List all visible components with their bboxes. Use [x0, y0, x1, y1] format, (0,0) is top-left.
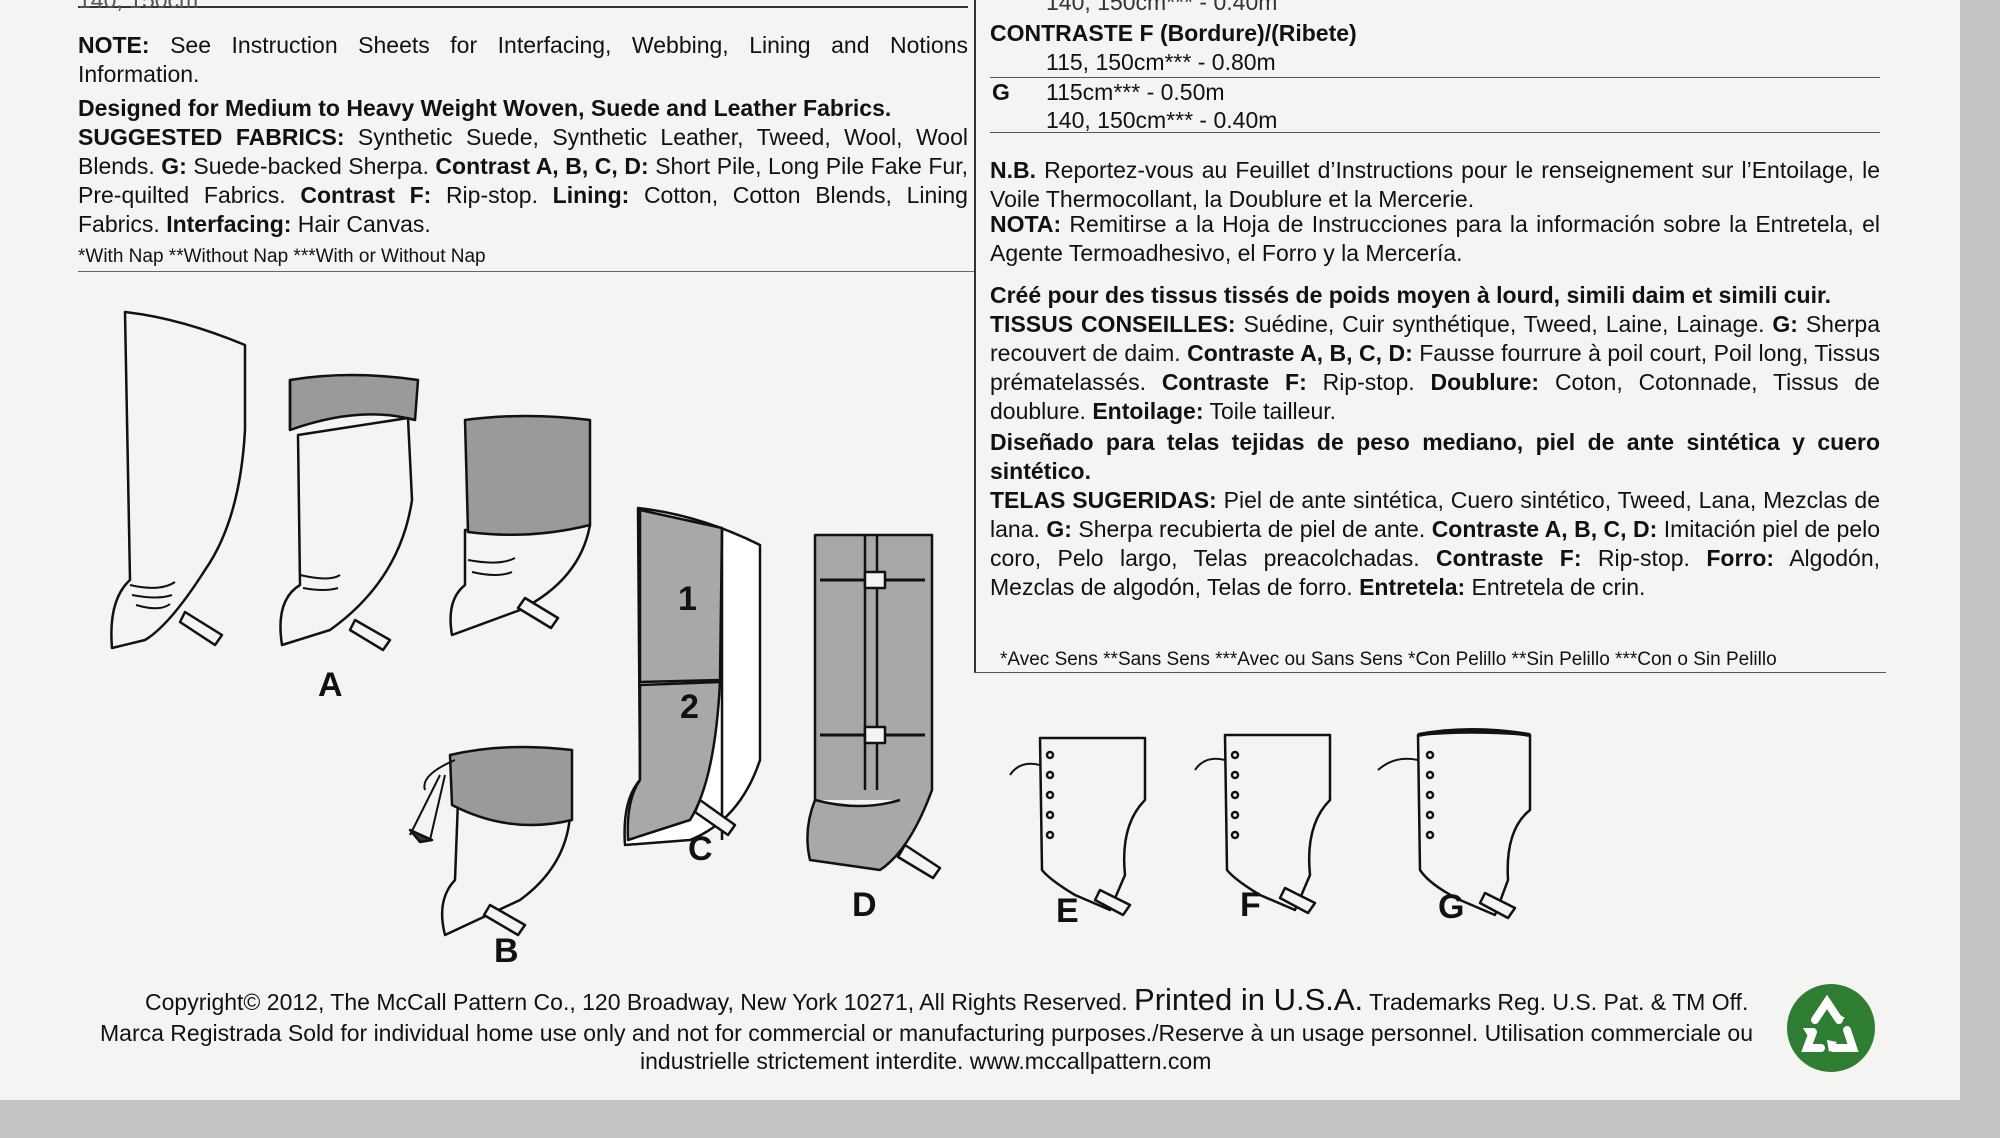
es-g-text: Sherpa recubierta de piel de ante. [1071, 516, 1432, 542]
gaiter-g-sherpa [1377, 728, 1532, 920]
telas-text: Piel de ante sintética, Cuero sintético,… [990, 487, 1880, 542]
printed-in: Printed in U.S.A. [1134, 982, 1364, 1017]
gaiter-a-front [110, 310, 247, 650]
view-label-c: C [688, 830, 713, 868]
panel-number-1: 1 [678, 580, 697, 618]
suggested-text: Synthetic Suede, Synthetic Leather, Twee… [78, 124, 968, 179]
contrast-f-text: Rip-stop. [431, 182, 553, 208]
contrast-f-label: Contrast F: [300, 182, 432, 208]
contrast-abcd-text: Short Pile, Long Pile Fake Fur, Pre-quil… [78, 153, 969, 208]
scan-bottom-edge [0, 1100, 2000, 1138]
gaiter-a-cuff-wide [449, 414, 592, 637]
g-label: G: [161, 153, 187, 179]
sens-note: *Avec Sens **Sans Sens ***Avec ou Sans S… [1000, 649, 1777, 670]
tissus-label: TISSUS CONSEILLES: [990, 311, 1236, 337]
copyright-text: Copyright© 2012, The McCall Pattern Co.,… [145, 989, 1128, 1015]
doublure-text: Coton, Cotonnade, Tissus de doublure. [990, 369, 1880, 424]
fabrics-paragraph: Designed for Medium to Heavy Weight Wove… [78, 94, 968, 239]
note-paragraph: NOTE: See Instruction Sheets for Interfa… [78, 31, 968, 89]
entretela-text: Entretela de crin. [1465, 574, 1646, 600]
scan-edge [1960, 0, 2000, 1138]
divider [990, 77, 1880, 78]
fr-g-text: Sherpa recouvert de daim. [990, 311, 1880, 366]
recycle-icon [1787, 984, 1875, 1072]
fr-contraste-f-text: Rip-stop. [1306, 369, 1431, 395]
lining-label: Lining: [552, 182, 630, 208]
divider [990, 132, 1880, 133]
note-label: NOTE: [78, 32, 150, 58]
yardage-row: 140, 150cm*** - 0.40m [1046, 107, 1278, 133]
view-label-e: E [1056, 892, 1079, 930]
french-fabrics-paragraph: Créé pour des tissus tissés de poids moy… [990, 281, 1880, 426]
view-label-b: B [494, 932, 519, 970]
nb-text: Reportez-vous au Feuillet d’Instructions… [990, 157, 1880, 212]
nota-text: Remitirse a la Hoja de Instrucciones par… [990, 211, 1880, 266]
entretela-label: Entretela: [1359, 574, 1466, 600]
view-label-g: G [1438, 888, 1465, 926]
nb-label: N.B. [990, 157, 1036, 183]
contrast-abcd-label: Contrast A, B, C, D: [435, 153, 649, 179]
yardage-row: 115cm*** - 0.50m [1046, 79, 1225, 105]
view-label-a: A [318, 666, 343, 704]
nap-note: *With Nap **Without Nap ***With or Witho… [78, 246, 486, 267]
view-label-f: F [1240, 886, 1261, 924]
view-g-label: G [992, 79, 1010, 105]
yardage-row: 115, 150cm*** - 0.80m [1046, 49, 1276, 75]
gaiter-a-cuff [279, 373, 420, 652]
divider [974, 672, 1886, 673]
gaiter-e-buttoned [1009, 736, 1147, 917]
telas-label: TELAS SUGERIDAS: [990, 487, 1217, 513]
column-divider [974, 0, 976, 672]
forro-label: Forro: [1706, 545, 1775, 571]
fr-contraste-f-label: Contraste F: [1161, 369, 1307, 395]
panel-number-2: 2 [680, 688, 699, 726]
es-g-label: G: [1046, 516, 1072, 542]
usage-line: Marca Registrada Sold for individual hom… [100, 1020, 1754, 1046]
gaiter-f-bordered [1194, 733, 1332, 915]
gaiter-c-panels [623, 506, 762, 847]
interfacing-text: Hair Canvas. [291, 211, 431, 237]
lining-text: Cotton, Cotton Blends, Lining Fabrics. [78, 182, 968, 237]
nota-paragraph: NOTA: Remitirse a la Hoja de Instruccion… [990, 210, 1880, 268]
spanish-fabrics-paragraph: Diseñado para telas tejidas de peso medi… [990, 428, 1880, 602]
note-text: See Instruction Sheets for Interfacing, … [78, 32, 968, 87]
es-contraste-f-text: Rip-stop. [1581, 545, 1707, 571]
view-label-d: D [852, 886, 877, 924]
fr-g-label: G: [1772, 311, 1798, 337]
tissus-text: Suédine, Cuir synthétique, Tweed, Laine,… [1235, 311, 1773, 337]
nota-label: NOTA: [990, 211, 1062, 237]
cree-text: Créé pour des tissus tissés de poids moy… [990, 282, 1832, 308]
forro-text: Algodón, Mezclas de algodón, Telas de fo… [990, 545, 1880, 600]
g-text: Suede-backed Sherpa. [186, 153, 436, 179]
gaiter-d-straps [806, 533, 942, 880]
interfacing-label: Interfacing: [166, 211, 292, 237]
entoilage-text: Toile tailleur. [1203, 398, 1337, 424]
es-contraste-f-label: Contraste F: [1436, 545, 1582, 571]
contraste-f-heading: CONTRASTE F (Bordure)/(Ribete) [990, 20, 1357, 46]
divider [78, 6, 968, 8]
entoilage-label: Entoilage: [1092, 398, 1204, 424]
nb-paragraph: N.B. Reportez-vous au Feuillet d’Instruc… [990, 156, 1880, 214]
usage-line-2: industrielle strictement interdite. www.… [640, 1048, 1212, 1074]
top-fragment: 140, 150cm [78, 0, 199, 13]
divider [78, 271, 976, 272]
suggested-label: SUGGESTED FABRICS: [78, 124, 345, 150]
es-contraste-abcd-label: Contraste A, B, C, D: [1431, 516, 1658, 542]
yardage-row: 140, 150cm*** - 0.40m [1046, 0, 1278, 15]
fr-contraste-abcd-text: Fausse fourrure à poil court, Poil long,… [990, 340, 1881, 395]
es-contraste-abcd-text: Imitación piel de pelo coro, Pelo largo,… [990, 516, 1881, 571]
fr-contraste-abcd-label: Contraste A, B, C, D: [1187, 340, 1413, 366]
gaiter-b-folded [408, 745, 574, 937]
trademark-text: Trademarks Reg. U.S. Pat. & TM Off. [1369, 989, 1749, 1015]
disenado-text: Diseñado para telas tejidas de peso medi… [990, 429, 1880, 484]
designed-text: Designed for Medium to Heavy Weight Wove… [78, 95, 892, 121]
doublure-label: Doublure: [1430, 369, 1540, 395]
copyright-line: Copyright© 2012, The McCall Pattern Co.,… [145, 982, 1748, 1018]
